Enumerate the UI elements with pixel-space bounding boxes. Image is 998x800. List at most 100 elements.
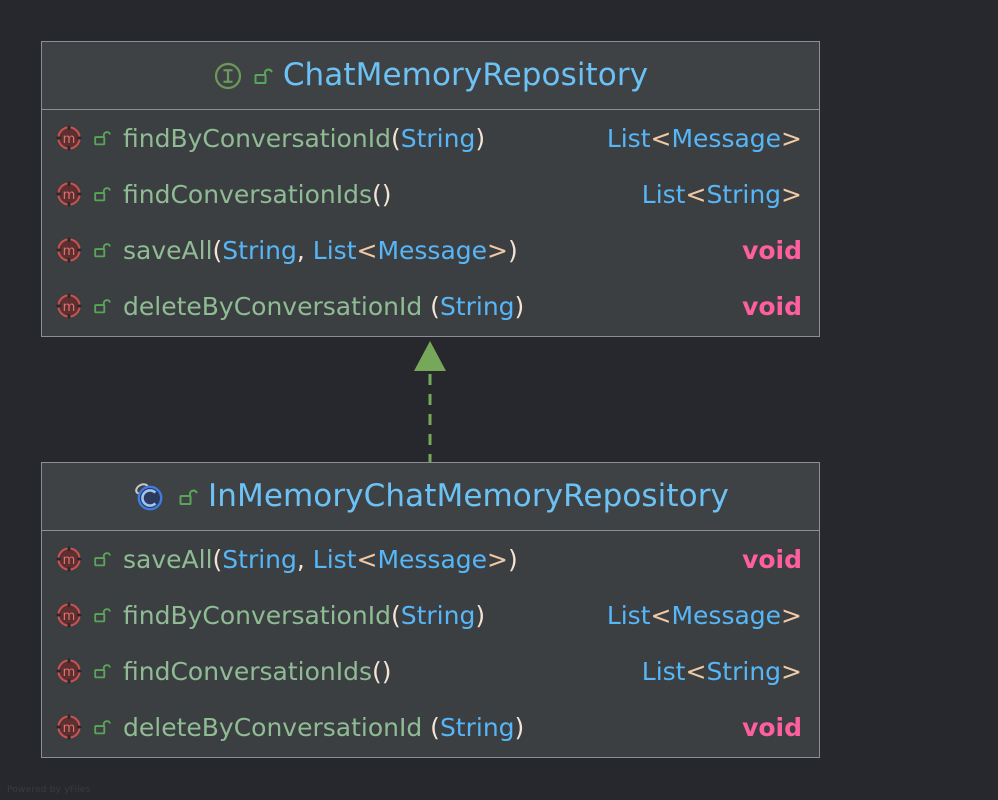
svg-text:m: m (63, 188, 76, 203)
return-base-type: List (606, 123, 651, 153)
open-paren: ( (212, 544, 223, 574)
member-signature: findByConversationId ( String ) (123, 126, 485, 151)
return-base-type: List (641, 179, 686, 209)
svg-text:m: m (63, 609, 76, 624)
method-name: findConversationIds (123, 179, 373, 209)
member-row[interactable]: m findByConversationId ( String ) (42, 110, 819, 166)
close-paren: ) (514, 712, 525, 742)
param-type: String (400, 600, 476, 630)
return-base-type: List (606, 600, 651, 630)
method-icon: m (55, 236, 83, 264)
close-paren: ) (475, 600, 486, 630)
close-paren: ) (514, 291, 525, 321)
member-row[interactable]: m saveAll ( String , List (42, 531, 819, 587)
unlocked-padlock-icon (92, 296, 112, 316)
method-icon: m (55, 545, 83, 573)
member-signature: findConversationIds ( ) (123, 182, 392, 207)
param-generic-open: < (356, 235, 378, 265)
unlocked-padlock-icon (92, 240, 112, 260)
open-paren: ( (422, 291, 440, 321)
param-generic-type: Message (377, 235, 488, 265)
svg-text:m: m (63, 721, 76, 736)
method-name: saveAll (123, 544, 213, 574)
method-name: findConversationIds (123, 656, 373, 686)
param-generic-open: < (356, 544, 378, 574)
method-icon: m (55, 180, 83, 208)
return-base-type: void (742, 291, 802, 321)
member-signature: findConversationIds ( ) (123, 659, 392, 684)
member-row[interactable]: m findByConversationId ( String ) (42, 587, 819, 643)
interface-icon (213, 61, 243, 91)
member-row[interactable]: m findConversationIds ( ) (42, 643, 819, 699)
interface-node-title: ChatMemoryRepository (282, 57, 649, 93)
method-icon: m (55, 713, 83, 741)
open-paren: ( (422, 712, 440, 742)
return-type: List < String > (642, 182, 802, 207)
member-signature: saveAll ( String , List < Message > ) (123, 547, 518, 572)
svg-text:m: m (63, 553, 76, 568)
svg-text:m: m (63, 300, 76, 315)
generic-close: > (781, 656, 802, 686)
close-paren: ) (381, 656, 392, 686)
param-type: String (439, 712, 515, 742)
method-icon: m (55, 124, 83, 152)
member-icons: m (55, 292, 112, 320)
interface-members-list: m findByConversationId ( String ) (42, 110, 819, 334)
return-type: List < Message > (607, 603, 802, 628)
param-generic-type: Message (377, 544, 488, 574)
return-base-type: void (742, 235, 802, 265)
uml-node-class[interactable]: InMemoryChatMemoryRepository m (41, 462, 820, 758)
return-type: void (742, 715, 802, 740)
svg-text:m: m (63, 244, 76, 259)
param-separator: , (296, 544, 313, 574)
param-type: List (312, 544, 357, 574)
class-node-header[interactable]: InMemoryChatMemoryRepository (42, 463, 819, 531)
param-type: String (439, 291, 515, 321)
member-icons: m (55, 180, 112, 208)
open-paren: ( (372, 656, 382, 686)
close-paren: ) (475, 123, 486, 153)
generic-open: < (650, 123, 672, 153)
member-icons: m (55, 713, 112, 741)
generic-type: Message (671, 123, 782, 153)
method-name: findByConversationId (123, 600, 391, 630)
generic-type: String (706, 179, 782, 209)
param-type: String (222, 235, 297, 265)
svg-text:m: m (63, 132, 76, 147)
generic-close: > (781, 123, 802, 153)
generic-type: Message (671, 600, 782, 630)
method-icon: m (55, 657, 83, 685)
return-type: List < String > (642, 659, 802, 684)
svg-text:m: m (63, 665, 76, 680)
class-node-title: InMemoryChatMemoryRepository (207, 478, 730, 514)
unlocked-padlock-icon (92, 128, 112, 148)
class-members-list: m saveAll ( String , List (42, 531, 819, 755)
member-signature: saveAll ( String , List < Message > ) (123, 238, 518, 263)
return-base-type: void (742, 712, 802, 742)
member-row[interactable]: m findConversationIds ( ) (42, 166, 819, 222)
close-paren: ) (507, 544, 518, 574)
return-type: void (742, 547, 802, 572)
member-row[interactable]: m deleteByConversationId ( String ) (42, 278, 819, 334)
watermark: Powered by yFiles (7, 785, 91, 795)
generic-close: > (781, 600, 802, 630)
return-base-type: void (742, 544, 802, 574)
return-type: void (742, 238, 802, 263)
unlocked-padlock-icon (92, 184, 112, 204)
member-signature: findByConversationId ( String ) (123, 603, 485, 628)
close-paren: ) (381, 179, 392, 209)
realization-arrowhead (414, 341, 446, 371)
unlocked-padlock-icon (177, 486, 199, 508)
member-row[interactable]: m saveAll ( String , List (42, 222, 819, 278)
method-name: saveAll (123, 235, 213, 265)
method-icon: m (55, 292, 83, 320)
interface-node-header[interactable]: ChatMemoryRepository (42, 42, 819, 110)
open-paren: ( (390, 600, 401, 630)
param-separator: , (296, 235, 313, 265)
member-icons: m (55, 601, 112, 629)
member-row[interactable]: m deleteByConversationId ( String ) (42, 699, 819, 755)
param-generic-close: > (487, 544, 508, 574)
member-icons: m (55, 236, 112, 264)
uml-node-interface[interactable]: ChatMemoryRepository m (41, 41, 820, 337)
